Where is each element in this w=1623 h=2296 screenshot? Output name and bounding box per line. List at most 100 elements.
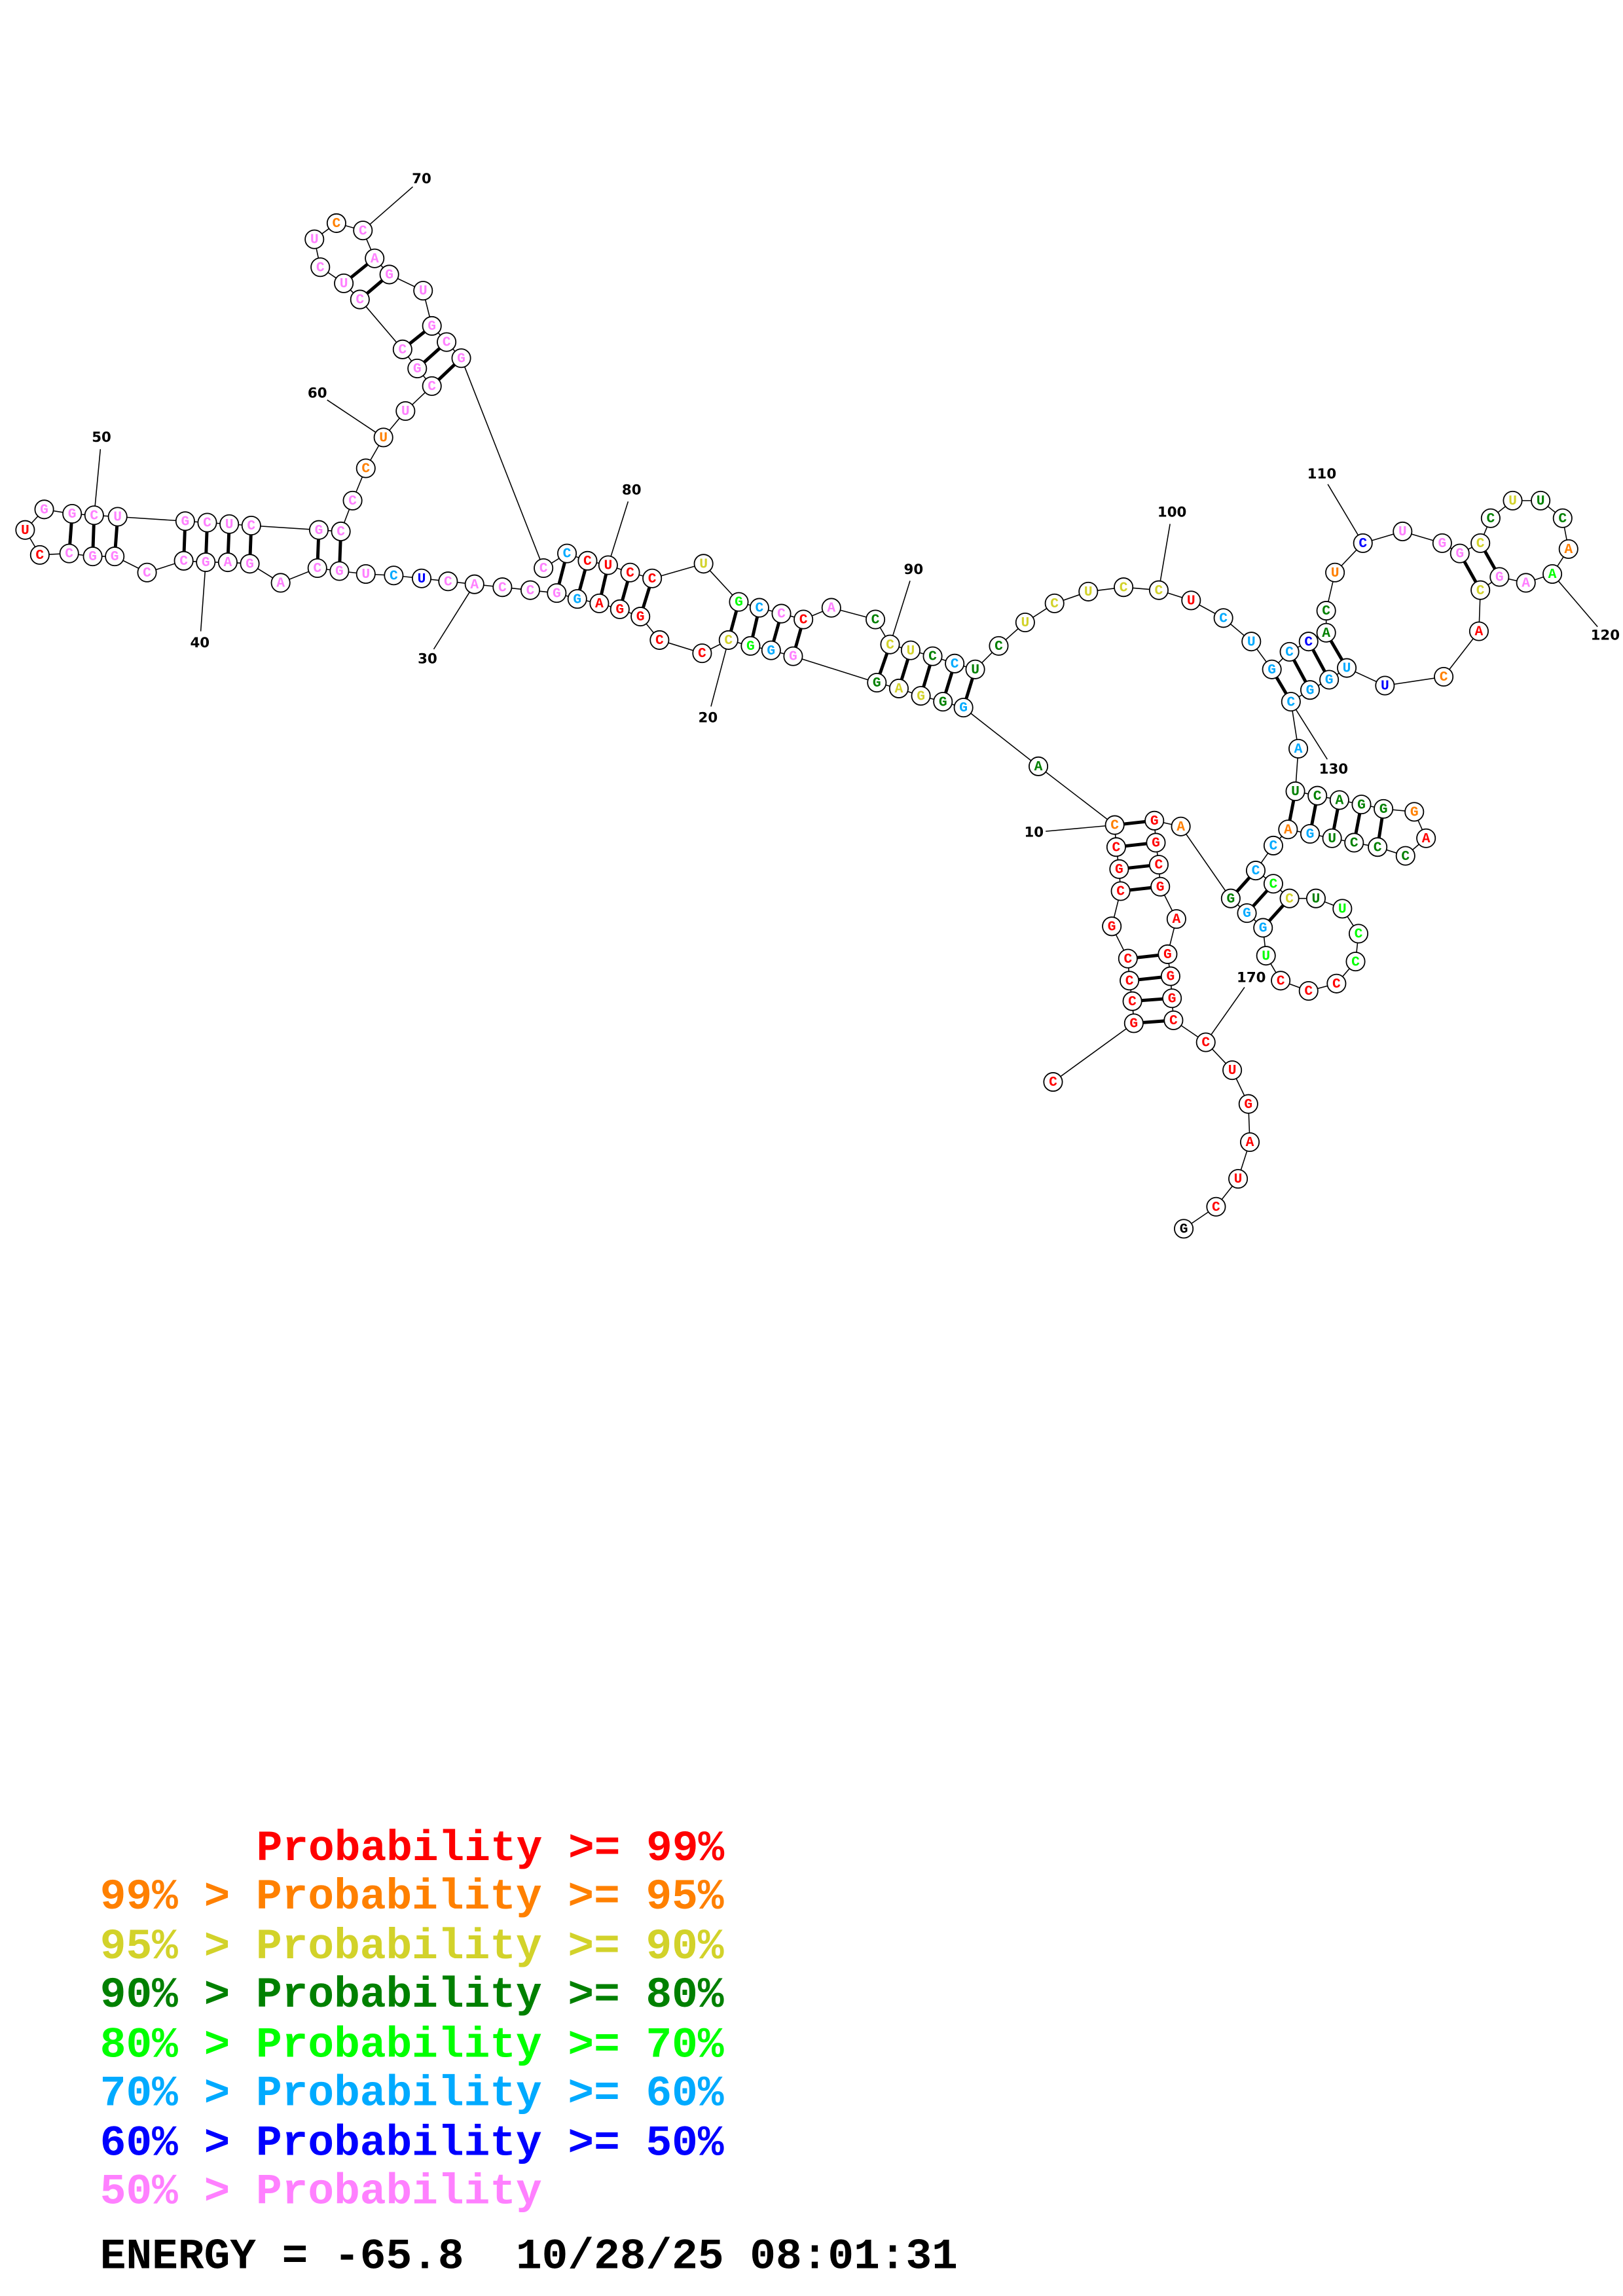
nucleotide-circle — [1123, 1013, 1144, 1033]
nucleotide-136: G — [1374, 798, 1394, 819]
legend-line-7: 60% > Probability >= 50% — [100, 2119, 724, 2168]
nucleotide-14: G — [911, 686, 931, 706]
nucleotide-letter: G — [315, 523, 323, 539]
nucleotide-letter: G — [939, 694, 947, 710]
nucleotide-circle — [219, 514, 240, 534]
nucleotide-71: A — [365, 248, 385, 268]
nucleotide-48: G — [34, 499, 54, 520]
nucleotide-circle — [451, 348, 471, 368]
nucleotide-letter: G — [1455, 547, 1464, 562]
nucleotide-letter: G — [1243, 906, 1251, 922]
nucleotide-letter: G — [1259, 921, 1267, 937]
nucleotide-90: C — [880, 634, 900, 655]
nucleotide-letter: C — [1049, 1075, 1057, 1090]
nucleotide-letter: C — [1155, 583, 1163, 599]
nucleotide-letter: C — [65, 547, 73, 562]
nucleotide-116: U — [1503, 490, 1523, 511]
nucleotide-circle — [692, 643, 712, 664]
nucleotide-letter: G — [917, 689, 925, 704]
nucleotide-129: G — [1300, 680, 1321, 700]
nucleotide-circle — [437, 332, 457, 352]
nucleotide-circle — [1345, 952, 1366, 972]
nucleotide-74: G — [422, 315, 442, 336]
nucleotide-letter: G — [1167, 969, 1175, 985]
nucleotide-circle — [196, 552, 216, 573]
nucleotide-letter: A — [1335, 793, 1343, 809]
nucleotide-letter: C — [313, 561, 321, 577]
nucleotide-circle — [1278, 819, 1298, 840]
nucleotide-circle — [1253, 918, 1273, 938]
nucleotide-91: U — [900, 640, 921, 660]
nucleotide-circle — [1102, 916, 1122, 937]
nucleotide-circle — [620, 562, 640, 583]
nucleotide-letter: C — [994, 639, 1003, 655]
nucleotide-circle — [464, 574, 484, 594]
nucleotide-circle — [422, 315, 442, 336]
nucleotide-letter: A — [1564, 542, 1573, 558]
nucleotide-circle — [1118, 948, 1138, 969]
nucleotide-circle — [1329, 790, 1349, 810]
nucleotide-letter: C — [1125, 973, 1134, 989]
nucleotide-letter: C — [648, 571, 657, 587]
nucleotide-letter: C — [1201, 1035, 1210, 1051]
nucleotide-7: C — [1110, 881, 1131, 901]
nucleotide-61: U — [395, 401, 416, 422]
nucleotide-173: A — [1239, 1132, 1260, 1153]
nucleotide-circle — [1228, 1169, 1249, 1189]
nucleotide-letter: C — [1558, 511, 1567, 527]
nucleotide-letter: C — [361, 461, 370, 477]
nucleotide-circle — [1316, 622, 1336, 643]
nucleotide-circle — [1305, 888, 1326, 908]
nucleotide-175: C — [1206, 1196, 1226, 1217]
nucleotide-143: G — [1300, 823, 1321, 844]
nucleotide-circle — [1181, 590, 1201, 611]
nucleotide-169: C — [1163, 1010, 1184, 1030]
nucleotides: CGCCCGCGCCAGGGAGGGGCCCGGAGGCCACUCUGCAGAG… — [15, 213, 1578, 1239]
nucleotide-letter: U — [1312, 891, 1321, 907]
position-tick — [610, 501, 629, 556]
nucleotide-157: G — [1253, 918, 1273, 938]
nucleotide-letter: U — [21, 523, 29, 539]
nucleotide-4: C — [1120, 971, 1140, 991]
nucleotide-letter: G — [1379, 802, 1388, 817]
nucleotide-letter: C — [951, 656, 959, 672]
nucleotide-circle — [392, 339, 412, 359]
nucleotide-letter: C — [1120, 580, 1128, 596]
nucleotide-letter: U — [340, 276, 348, 292]
nucleotide-56: G — [308, 520, 329, 540]
nucleotide-letter: C — [1155, 857, 1163, 873]
nucleotide-64: C — [392, 339, 412, 359]
nucleotide-circle — [350, 289, 370, 310]
nucleotide-circle — [557, 543, 577, 564]
nucleotide-10: C — [1104, 815, 1125, 835]
nucleotide-62: C — [422, 376, 442, 396]
nucleotide-circle — [1300, 680, 1321, 700]
nucleotide-circle — [1160, 966, 1180, 986]
nucleotide-73: U — [413, 281, 433, 301]
nucleotide-131: A — [1288, 738, 1309, 759]
nucleotide-letter: U — [1328, 831, 1336, 847]
nucleotide-circle — [365, 248, 385, 268]
nucleotide-161: G — [1144, 810, 1165, 831]
nucleotide-circle — [1206, 1196, 1226, 1217]
nucleotide-circle — [610, 599, 630, 619]
nucleotide-circle — [867, 672, 887, 693]
nucleotide-circle — [29, 545, 50, 565]
nucleotide-circle — [1348, 924, 1369, 944]
nucleotide-16: G — [867, 672, 887, 693]
nucleotide-circle — [1263, 835, 1283, 855]
nucleotide-164: G — [1150, 876, 1171, 897]
nucleotide-circle — [1374, 798, 1394, 819]
nucleotide-circle — [1368, 837, 1388, 857]
nucleotide-circle — [342, 490, 363, 511]
nucleotide-57: C — [331, 521, 351, 541]
nucleotide-letter: C — [90, 508, 98, 524]
nucleotide-letter: C — [1252, 863, 1260, 879]
position-label-50: 50 — [92, 429, 111, 446]
nucleotide-123: C — [1470, 580, 1491, 600]
nucleotide-141: C — [1344, 833, 1364, 853]
nucleotide-letter: U — [1331, 565, 1340, 581]
nucleotide-letter: C — [1285, 645, 1294, 660]
nucleotide-letter: G — [1108, 919, 1116, 935]
nucleotide-83: U — [693, 554, 714, 574]
